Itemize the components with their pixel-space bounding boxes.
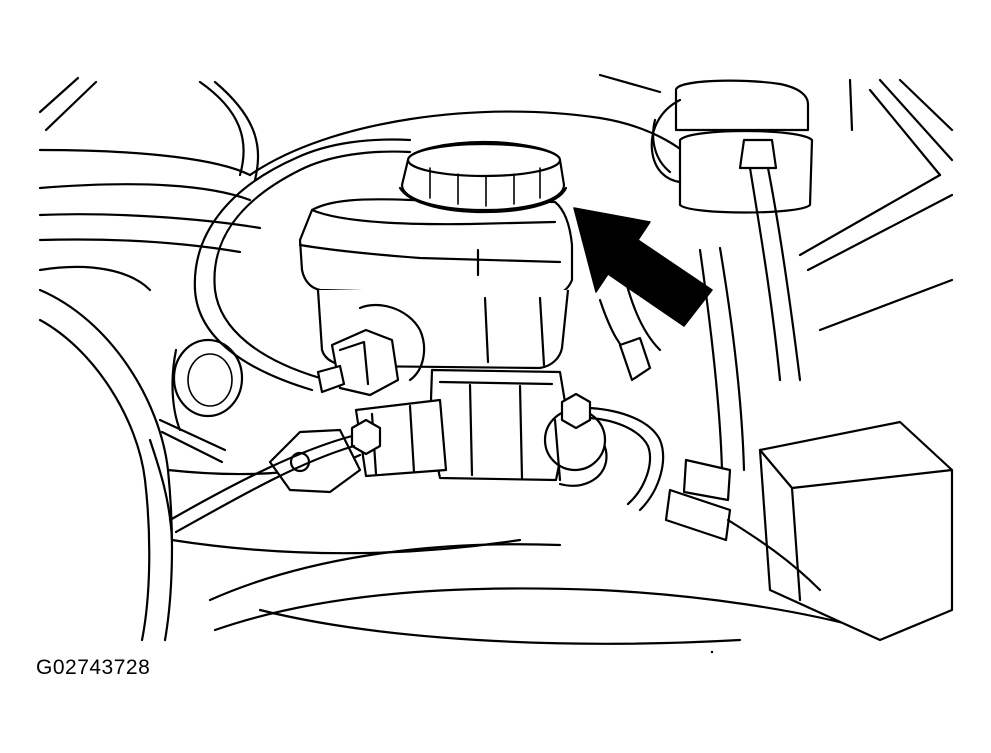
- level-sensor-connector: [316, 303, 426, 397]
- reservoir-cap: [398, 140, 568, 214]
- sensor-wire: [193, 138, 412, 392]
- brake-booster: [38, 288, 872, 645]
- vacuum-check-valve: [650, 79, 814, 382]
- pointer-arrow: [573, 207, 713, 327]
- stray-mark: [710, 650, 714, 654]
- brake-line-fittings: [168, 392, 665, 534]
- battery-box: [758, 173, 954, 642]
- vacuum-hose: [148, 338, 244, 542]
- figure-id-label: G02743728: [36, 656, 151, 679]
- brake-fluid-reservoir: [298, 198, 574, 370]
- hose-clamp: [598, 246, 822, 592]
